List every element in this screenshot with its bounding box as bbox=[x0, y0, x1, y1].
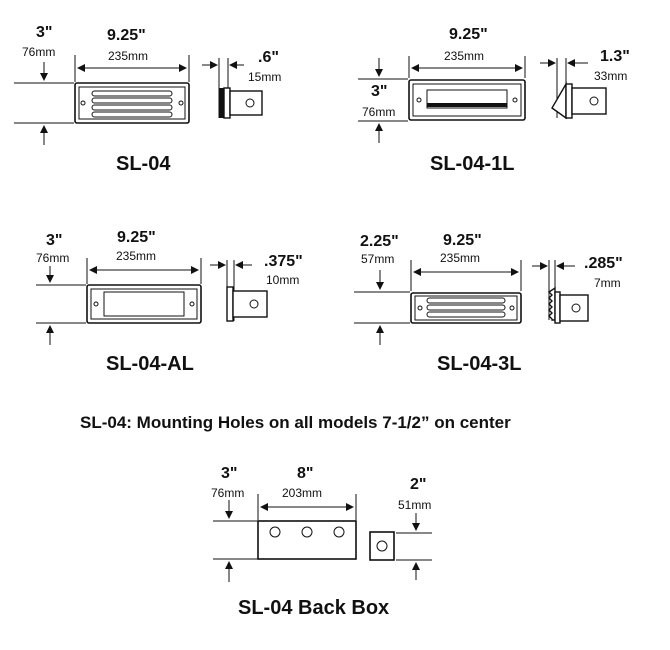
width-mm-label: 235mm bbox=[444, 49, 484, 63]
side-profile bbox=[226, 286, 268, 322]
unit-sl-04-3l: 2.25" 57mm 9.25" 235mm .285" 7mm bbox=[354, 232, 623, 375]
width-inch-label: 9.25" bbox=[449, 26, 488, 43]
back-box-side bbox=[369, 531, 395, 561]
depth-inch-label: .375" bbox=[264, 253, 303, 270]
unit-title: SL-04 Back Box bbox=[238, 597, 389, 619]
height-mm-label: 76mm bbox=[36, 251, 69, 265]
back-box-front bbox=[257, 520, 357, 560]
side-profile bbox=[547, 286, 589, 324]
unit-back-box: 3" 76mm 8" 203mm 2" 51mm SL-04 Back Box bbox=[211, 465, 432, 619]
unit-title: SL-04-AL bbox=[106, 353, 194, 375]
height-inch-label: 3" bbox=[221, 465, 237, 482]
unit-sl-04-al: 3" 76mm 9.25" 235mm .375" 10mm SL-0 bbox=[36, 229, 303, 375]
depth-mm-label: 33mm bbox=[594, 69, 627, 83]
height-inch-label: 3" bbox=[371, 83, 387, 100]
height-inch-label: 3" bbox=[36, 24, 52, 41]
mounting-note: SL-04: Mounting Holes on all models 7-1/… bbox=[80, 413, 511, 432]
height-inch-label: 2.25" bbox=[360, 233, 399, 250]
depth-mm-label: 15mm bbox=[248, 70, 281, 84]
depth-mm-label: 7mm bbox=[594, 276, 621, 290]
width-mm-label: 235mm bbox=[108, 49, 148, 63]
width-mm-label: 203mm bbox=[282, 486, 322, 500]
height-mm-label: 76mm bbox=[211, 486, 244, 500]
height-mm-label: 76mm bbox=[362, 105, 395, 119]
unit-sl-04-1l: 9.25" 235mm 3" 76mm 1.3" 33mm bbox=[358, 26, 630, 175]
width-mm-label: 235mm bbox=[440, 251, 480, 265]
width-mm-label: 235mm bbox=[116, 249, 156, 263]
depth-inch-label: 2" bbox=[410, 476, 426, 493]
faceplate-louvered bbox=[74, 82, 190, 124]
depth-mm-label: 10mm bbox=[266, 273, 299, 287]
depth-inch-label: .6" bbox=[258, 49, 279, 66]
width-inch-label: 8" bbox=[297, 465, 313, 482]
unit-title: SL-04-3L bbox=[437, 353, 521, 375]
depth-inch-label: .285" bbox=[584, 255, 623, 272]
unit-sl-04: 3" 76mm 9.25" 235mm .6" 15mm bbox=[14, 24, 281, 175]
faceplate-open bbox=[86, 284, 202, 324]
width-inch-label: 9.25" bbox=[443, 232, 482, 249]
side-profile bbox=[219, 87, 263, 119]
width-inch-label: 9.25" bbox=[117, 229, 156, 246]
width-inch-label: 9.25" bbox=[107, 27, 146, 44]
depth-mm-label: 51mm bbox=[398, 498, 431, 512]
faceplate-single-louver bbox=[408, 79, 526, 121]
unit-title: SL-04 bbox=[116, 153, 171, 175]
height-mm-label: 76mm bbox=[22, 45, 55, 59]
unit-title: SL-04-1L bbox=[430, 153, 514, 175]
height-mm-label: 57mm bbox=[361, 252, 394, 266]
height-inch-label: 3" bbox=[46, 232, 62, 249]
depth-inch-label: 1.3" bbox=[600, 48, 630, 65]
side-profile bbox=[551, 81, 607, 120]
faceplate-triple-louver bbox=[410, 292, 522, 324]
